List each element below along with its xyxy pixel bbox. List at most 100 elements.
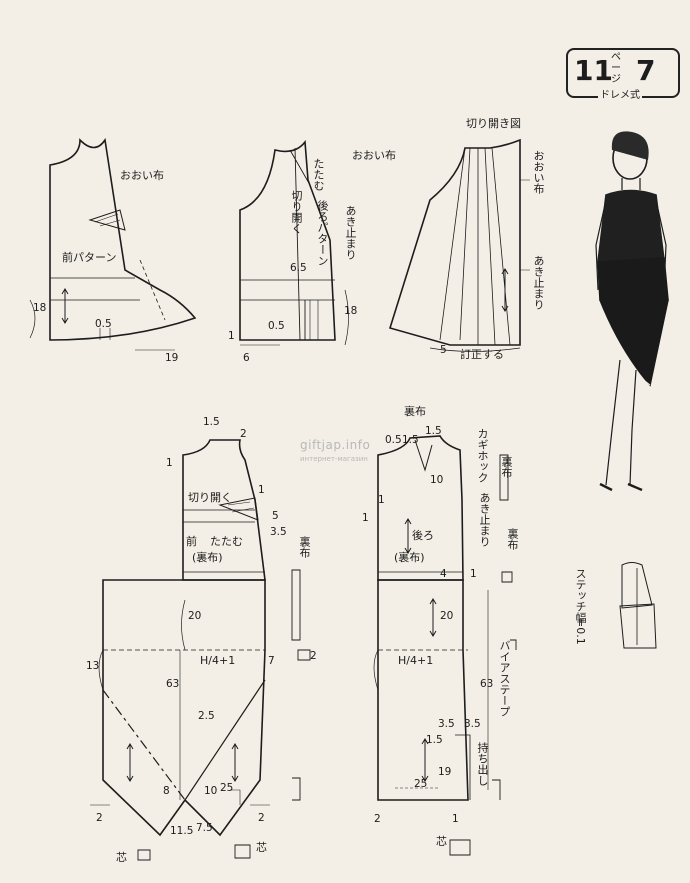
style-label: ドレメ式 <box>598 86 642 101</box>
slash-spread-diagram <box>388 138 530 352</box>
dim-18: 18 <box>33 302 47 314</box>
dim-1b-front: 1 <box>258 484 265 496</box>
label-interfacing-back: 芯 <box>436 835 447 848</box>
dim-1: 1 <box>228 330 235 342</box>
dim-1c-back: 1 <box>470 568 477 580</box>
dim-05: 0.5 <box>95 318 112 330</box>
label-opening-stop-spread: あき止まり <box>532 255 545 310</box>
hip-formula-back: H/4+1 <box>398 654 434 667</box>
dim-2c: 2 <box>310 650 317 662</box>
label-fold-front: たたむ <box>210 535 243 548</box>
back-dress-pattern <box>373 435 489 801</box>
stitch-width-label: ステッチ幅 <box>574 568 587 623</box>
page-badge: 11 ページ 7 ドレメ式 <box>566 48 680 101</box>
dim-25-front: 2.5 <box>198 710 215 722</box>
label-cover-cloth-back: おおい布 <box>352 149 396 162</box>
dim-1-back: 1 <box>378 494 385 506</box>
dim-13: 13 <box>86 660 100 672</box>
dim-10-front: 10 <box>204 785 218 797</box>
back-lining-strips <box>449 454 517 856</box>
dim-20-front: 20 <box>188 610 202 622</box>
dim-25-back: 25 <box>414 778 428 790</box>
dim-4-back: 4 <box>440 568 447 580</box>
dim-7: 7 <box>268 655 275 667</box>
label-lining-back: (裏布) <box>394 551 425 564</box>
dim-10-back: 10 <box>430 474 444 486</box>
dim-35b-back: 3.5 <box>464 718 481 730</box>
dim-15b-back: 1.5 <box>425 425 442 437</box>
fashion-illustration <box>595 131 669 492</box>
label-extension: 持ち出し <box>476 742 489 786</box>
dim-6: 6 <box>243 352 250 364</box>
label-lining-side-front: 裏布 <box>298 536 311 558</box>
dim-25-hem: 25 <box>220 782 234 794</box>
label-front-pattern: 前パターン <box>62 251 117 264</box>
dim-75: 7.5 <box>196 822 213 834</box>
dim-115: 11.5 <box>170 825 194 837</box>
dim-5-front: 5 <box>272 510 279 522</box>
label-cut-open-front: 切り開く <box>188 491 232 504</box>
watermark-sub: интернет-магазин <box>300 455 368 463</box>
dim-63-back: 63 <box>480 678 494 690</box>
dim-05-back: 0.5 <box>268 320 285 332</box>
back-pattern-top-middle <box>239 139 349 346</box>
label-lining-top-back: 裏布 <box>404 405 426 418</box>
stitch-width-value: =0.1 <box>574 618 587 645</box>
dim-65: 6.5 <box>290 262 307 274</box>
label-lining3-back: 裏布 <box>506 528 519 550</box>
dim-19-back: 19 <box>438 766 452 778</box>
hip-formula-front: H/4+1 <box>200 654 236 667</box>
label-cut-open: 切り開く <box>290 190 303 234</box>
label-lining2-back: 裏布 <box>500 456 513 478</box>
dim-20-back: 20 <box>440 610 454 622</box>
dim-35-front: 3.5 <box>270 526 287 538</box>
label-cover-cloth: おおい布 <box>120 169 164 182</box>
hip-div-front: 4 <box>212 654 219 667</box>
item-number: 7 <box>636 54 656 87</box>
label-front: 前 <box>186 535 197 548</box>
back-view-sketch <box>619 562 657 649</box>
hip-h-back: H <box>398 654 407 667</box>
label-fold: たたむ <box>312 158 325 191</box>
dim-2-back: 2 <box>374 813 381 825</box>
dim-15-back: 1.5 <box>402 434 419 446</box>
dim-18-back: 18 <box>344 305 358 317</box>
hip-plus-back: +1 <box>417 654 434 667</box>
dim-2-front: 2 <box>240 428 247 440</box>
label-interfacing-right: 芯 <box>256 841 267 854</box>
label-opening-stop: あき止まり <box>344 205 357 260</box>
front-pattern-top-left <box>29 137 197 351</box>
dim-35a-back: 3.5 <box>438 718 455 730</box>
label-correct: 訂正する <box>460 348 504 361</box>
label-back: 後ろ <box>412 529 434 542</box>
dim-15c-back: 1.5 <box>426 734 443 746</box>
dim-63-front: 63 <box>166 678 180 690</box>
dim-19: 19 <box>165 352 179 364</box>
dim-05-back2: 0.5 <box>385 434 402 446</box>
hip-h-front: H <box>200 654 209 667</box>
dim-15-front: 1.5 <box>203 416 220 428</box>
dim-1-front: 1 <box>166 457 173 469</box>
dim-5: 5 <box>440 344 447 356</box>
page-number: 11 <box>574 54 613 87</box>
page-label: ページ <box>611 52 621 85</box>
dim-1b-back: 1 <box>362 512 369 524</box>
dim-1d-back: 1 <box>452 813 459 825</box>
hip-div-back: 4 <box>410 654 417 667</box>
dim-2b: 2 <box>258 812 265 824</box>
watermark-site: giftjap.info <box>300 438 371 452</box>
hip-plus-front: +1 <box>219 654 236 667</box>
dim-2a: 2 <box>96 812 103 824</box>
label-hook: カギホック <box>476 428 489 483</box>
label-back-pattern: 後ろパターン <box>316 200 329 266</box>
front-dress-pattern <box>90 439 270 837</box>
label-cover-cloth-spread: おおい布 <box>532 150 545 194</box>
label-opening-stop-back: あき止まり <box>478 492 491 547</box>
label-bias-tape: バイアステープ <box>498 640 511 717</box>
dim-8: 8 <box>163 785 170 797</box>
label-lining-front: (裏布) <box>192 551 223 564</box>
label-interfacing-left: 芯 <box>116 851 127 864</box>
front-lining-strips <box>137 569 311 861</box>
slash-title: 切り開き図 <box>466 117 521 130</box>
